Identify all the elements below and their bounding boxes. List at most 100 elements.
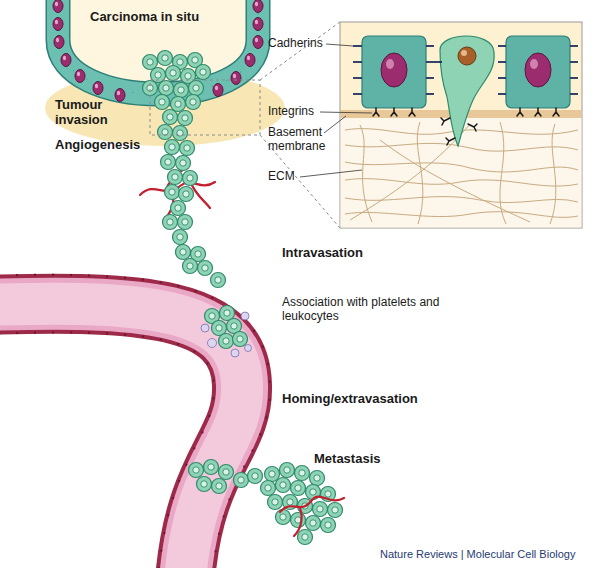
duct [53,0,263,102]
tumour-cell [158,51,173,66]
tumour-cell [186,95,201,110]
tumour-cell [280,463,295,478]
tumour-cell [183,259,198,274]
integrin [468,124,477,131]
cadherin [353,93,362,95]
zoom-indicator [150,22,340,228]
nucleus [458,47,476,65]
tumour-cell [248,469,263,484]
nucleus [245,54,255,67]
tumour-cell [168,170,183,185]
fibre [345,143,578,151]
tumour-cell [321,518,336,533]
integrins [373,108,559,145]
nucleus-highlight [530,59,538,69]
tumour-cell [163,110,178,125]
nucleus [381,53,407,87]
cadherin [426,61,442,63]
tumour-cell [143,81,158,96]
integrin [441,118,450,125]
nucleus [93,82,103,95]
fibre [345,179,578,186]
cadherin [353,45,362,47]
tumour-cell [158,125,173,140]
stage-label: Metastasis [314,452,414,467]
part-label: Integrins [268,105,338,119]
nucleus [115,89,125,102]
adhesion-inset [300,22,582,228]
endothelial-nuclei [0,275,270,568]
tumour-cell [234,473,249,488]
tumour-cell [189,81,204,96]
credit-label: Nature Reviews | Molecular Cell Biology [380,548,598,561]
stage-label: Homing/extravasation [282,392,452,407]
nucleus [61,54,71,67]
nucleus [53,0,63,13]
tumour-cell [165,185,180,200]
fibre [550,124,556,224]
nucleus-highlight [461,50,467,56]
stage-label: Tumour invasion [55,98,117,128]
tumour-cell [204,460,219,475]
tumour-cell [178,215,193,230]
fibre [380,140,530,222]
inset-frame [340,22,582,228]
ecm-fibres [345,122,578,224]
nucleus [231,72,241,85]
tumour-cell [171,97,186,112]
platelet [245,345,252,352]
epithelial-cell [506,36,570,108]
nucleus [213,84,223,97]
vessel-wall [0,304,242,568]
blood-vessel [0,275,270,568]
intravasating-cells [176,245,252,358]
tumour-cell [211,273,226,288]
tumour-cell [328,503,343,518]
cadherin [498,93,506,95]
cadherin [426,77,434,79]
epithelial-cell [362,36,426,108]
migrating-tumour-cell [440,36,494,146]
tumour-cell [306,516,321,531]
leukocyte [208,339,217,348]
tumour-cell [174,83,189,98]
tumour-cell [155,95,170,110]
cadherin [498,61,506,63]
integrin [535,108,541,116]
tumour-cell [198,261,213,276]
zoom-line [260,22,340,80]
stage-label: Angiogenesis [55,138,155,153]
cadherin [570,93,578,95]
cadherin [498,77,506,79]
fibre [345,162,578,172]
tumour-cell [178,111,193,126]
tumour-cell [219,465,234,480]
endothelium [0,304,242,568]
new-blood-vessel [280,497,344,536]
cadherin [353,77,362,79]
tumour-cell [233,332,248,347]
integrin [373,108,379,116]
integrin [391,108,397,116]
tumour-cell [180,141,195,156]
tumour-cell [298,530,313,545]
part-label: Cadherins [268,37,338,51]
tumour-cell [291,481,306,496]
cadherin [570,61,578,63]
nucleus [525,53,551,87]
integrin [553,108,559,116]
tumour-cell [295,466,310,481]
tumour-cell [159,81,174,96]
note-label: Association with platelets and leukocyte… [282,296,447,324]
tumour-cell [265,467,280,482]
tumour-cell [173,230,188,245]
tumour-cell [161,155,176,170]
cadherin [570,45,578,47]
integrin [446,138,455,145]
platelet [241,312,249,320]
nucleus [75,70,85,83]
tumour-cell [212,479,227,494]
tumour-cell [276,510,291,525]
